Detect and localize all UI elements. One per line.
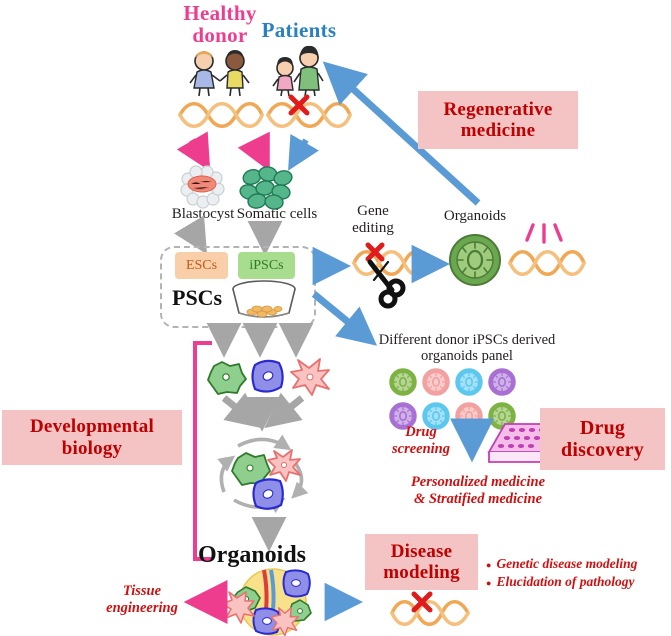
arrows-cells-converge xyxy=(221,392,305,432)
chip-escs[interactable]: ESCs xyxy=(175,252,228,279)
developmental-biology-bracket xyxy=(193,341,212,561)
label-tissue-engineering-line2: engineering xyxy=(106,599,178,616)
arrow-pscs-to-organoid-panel xyxy=(311,291,378,346)
label-pscs-text: PSCs xyxy=(172,285,223,310)
label-pscs: PSCs xyxy=(172,285,222,311)
culture-dish-icon xyxy=(232,280,296,318)
label-organoids-top-text: Organoids xyxy=(443,208,507,224)
arrow-drug-screening-down xyxy=(450,418,494,463)
sparkle-icon xyxy=(525,223,563,244)
label-organoids-top: Organoids xyxy=(430,208,520,225)
label-personalized-line1: Personalized medicine xyxy=(410,474,546,490)
label-organoid-panel-line1: Different donor iPSCs derived xyxy=(378,332,556,348)
label-tissue-engineering-line1: Tissue xyxy=(122,583,162,599)
arrow-pscs-to-gene-editing xyxy=(312,246,352,286)
organoid-panel-grid xyxy=(388,366,516,432)
label-tissue-engineering: Tissue engineering xyxy=(104,583,180,616)
blastocyst-icon xyxy=(180,165,225,209)
somatic-cells-icon xyxy=(239,166,293,210)
arrow-healthy-to-somatic xyxy=(237,131,270,172)
arrow-editing-to-organoid xyxy=(411,244,451,284)
arrow-to-tissue-engineering xyxy=(183,580,228,624)
box-regenerative-medicine-line1: Regenerative xyxy=(443,98,553,120)
mutation-x-marker-disease-icon xyxy=(411,591,433,613)
box-developmental-biology[interactable]: Developmental biology xyxy=(2,410,182,465)
label-somatic-cells: Somatic cells xyxy=(222,206,332,223)
self-organized-cluster-icon xyxy=(231,449,301,510)
box-drug-discovery-line2: discovery xyxy=(561,439,644,461)
box-developmental-biology-line1: Developmental xyxy=(30,416,154,438)
cell-type-blue-icon xyxy=(251,359,284,393)
cell-type-pink-icon xyxy=(290,358,330,396)
healthy-donor-title: Healthy donor xyxy=(160,2,280,46)
label-organoids-bottom-text: Organoids xyxy=(198,542,307,568)
label-gene-editing: Gene editing xyxy=(338,203,408,237)
box-regenerative-medicine-line2: medicine xyxy=(460,120,536,141)
box-disease-modeling[interactable]: Disease modeling xyxy=(365,534,478,590)
box-disease-modeling-line2: modeling xyxy=(383,562,460,583)
arrow-blastocyst-to-pscs xyxy=(174,215,208,255)
label-somatic-cells-text: Somatic cells xyxy=(236,206,318,222)
bullet-icon-1: ● xyxy=(486,577,492,588)
box-disease-modeling-line1: Disease xyxy=(390,540,453,562)
cell-type-green-icon xyxy=(207,361,247,395)
chip-ipscs[interactable]: iPSCs xyxy=(238,252,295,279)
chip-escs-label: ESCs xyxy=(185,257,218,273)
label-gene-editing-line1: Gene xyxy=(357,203,389,219)
box-regenerative-medicine[interactable]: Regenerative medicine xyxy=(418,91,578,149)
bullet-icon-0: ● xyxy=(486,560,492,570)
healthy-donor-title-line2: donor xyxy=(192,23,248,48)
arrow-patients-to-somatic xyxy=(288,133,319,171)
dna-helix-corrected-icon xyxy=(508,249,586,277)
healthy-donor-title-line1: Healthy xyxy=(183,1,257,25)
label-organoids-bottom: Organoids xyxy=(198,542,306,569)
arrows-pscs-to-cell-types xyxy=(206,322,314,358)
dna-helix-disease-icon xyxy=(390,599,470,627)
organoid-corrected-icon xyxy=(449,234,501,286)
disease-modeling-bullets: ● Genetic disease modeling ● Elucidation… xyxy=(486,556,668,589)
arrow-to-disease-modeling xyxy=(324,582,364,622)
dna-helix-healthy-icon xyxy=(178,101,264,129)
scissors-icon xyxy=(367,259,406,309)
label-personalized-medicine: Personalized medicine & Stratified medic… xyxy=(378,474,578,507)
box-drug-discovery[interactable]: Drug discovery xyxy=(540,408,665,470)
label-gene-editing-line2: editing xyxy=(352,219,394,236)
label-drug-screening-line2: screening xyxy=(392,440,450,457)
label-drug-screening: Drug screening xyxy=(378,424,464,457)
mutation-x-marker-top-icon xyxy=(288,94,310,116)
arrow-healthy-to-blastocyst xyxy=(176,131,211,172)
disease-bullet-1: Elucidation of pathology xyxy=(496,573,635,589)
box-drug-discovery-line1: Drug xyxy=(579,416,626,439)
arrow-somatic-to-pscs xyxy=(247,220,283,256)
arrow-regenerative-to-patients xyxy=(322,61,481,206)
chip-ipscs-label: iPSCs xyxy=(249,257,284,273)
label-personalized-line2: & Stratified medicine xyxy=(413,490,543,507)
final-organoid-icon xyxy=(221,568,312,636)
box-developmental-biology-line2: biology xyxy=(61,437,123,459)
patients-people-icon xyxy=(272,45,324,97)
label-organoid-panel-line2: organoids panel xyxy=(421,348,513,365)
patients-title-text: Patients xyxy=(261,18,337,42)
mutation-x-marker-editing-icon xyxy=(365,242,385,262)
label-organoid-panel: Different donor iPSCs derived organoids … xyxy=(352,332,582,364)
label-drug-screening-line1: Drug xyxy=(405,424,437,440)
arrow-cluster-to-organoids xyxy=(251,516,287,552)
patients-title: Patients xyxy=(244,19,354,41)
disease-bullet-0: Genetic disease modeling xyxy=(496,556,638,571)
healthy-donor-people-icon xyxy=(189,50,250,97)
